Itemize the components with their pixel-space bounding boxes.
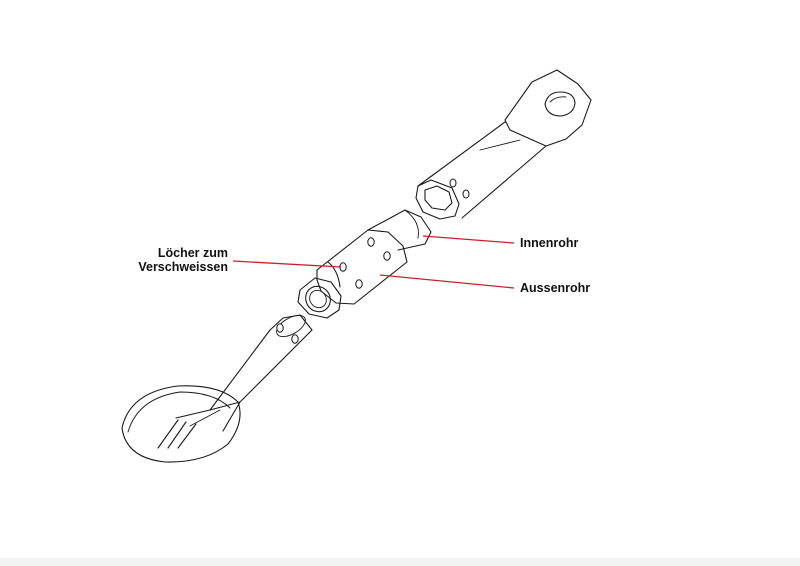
lower-tube-hole-2 <box>291 334 299 344</box>
lower-tube-hole-1 <box>276 323 284 333</box>
lower-tube <box>209 314 313 411</box>
eye-plate <box>504 69 592 147</box>
upper-tube <box>415 121 547 220</box>
label-inner-tube: Innenrohr <box>520 236 579 250</box>
scan-bottom-edge <box>0 558 800 566</box>
inner-tube <box>367 209 432 251</box>
base-plate <box>121 385 241 463</box>
upper-tube-hole-2 <box>462 189 470 199</box>
label-welding-holes-line2: Verschweissen <box>138 260 228 274</box>
leader-line-holes <box>232 260 342 268</box>
outer-tube-hole-2 <box>383 251 391 261</box>
outer-tube-hole-4 <box>355 279 363 289</box>
label-welding-holes: Löcher zum Verschweissen <box>112 246 228 274</box>
outer-tube <box>316 229 408 305</box>
leader-line-inner-tube <box>422 235 515 244</box>
outer-tube-hole-1 <box>367 237 375 247</box>
label-outer-tube: Aussenrohr <box>520 281 591 295</box>
coupling-ring <box>297 277 342 319</box>
leader-line-outer-tube <box>379 274 515 289</box>
upper-tube-hole-1 <box>449 178 457 188</box>
label-welding-holes-line1: Löcher zum <box>157 246 228 260</box>
